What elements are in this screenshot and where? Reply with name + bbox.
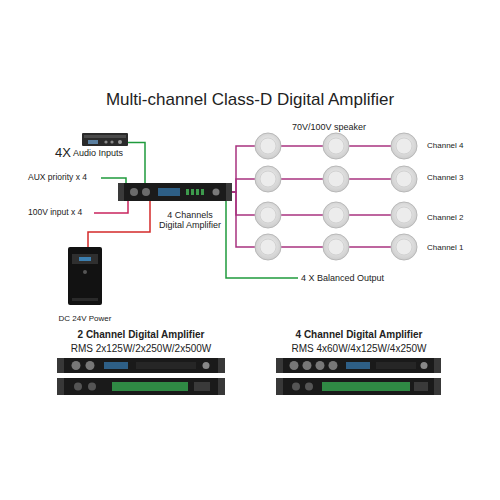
signal-output-label: 4 X Balanced Output xyxy=(301,273,384,283)
aux-wire xyxy=(101,178,126,183)
speaker-channel-row: Channel 1 xyxy=(252,233,470,261)
power-wire xyxy=(88,201,150,247)
amplifier-rear-view xyxy=(57,378,225,395)
channel-label: Channel 4 xyxy=(427,141,463,150)
signal-input-label: 100V input x 4 xyxy=(28,208,82,218)
speaker-channel-row: Channel 4 xyxy=(252,132,470,160)
signal-wire xyxy=(128,143,145,184)
product-heading: 4 Channel Digital Amplifier xyxy=(258,329,460,341)
channel-label: Channel 2 xyxy=(427,213,463,222)
device-label: Audio Inputs xyxy=(73,148,123,158)
product-panel: 4 Channel Digital AmplifierRMS 4x60W/4x1… xyxy=(258,328,460,398)
amplifier-front-view xyxy=(276,358,441,373)
speaker-channel-row: Channel 2 xyxy=(252,201,470,229)
channel-label: Channel 1 xyxy=(427,243,463,252)
audio-source-device xyxy=(82,133,128,146)
signal-input-label: AUX priority x 4 xyxy=(28,173,87,183)
speaker-line xyxy=(232,146,252,192)
device-label: 4 Channels Digital Amplifier xyxy=(154,210,226,231)
channel-label: Channel 3 xyxy=(427,173,463,182)
device-label: DC 24V Power xyxy=(54,314,116,323)
ups-power-unit xyxy=(68,247,102,305)
input-wire xyxy=(94,201,128,213)
amplifier-front-view xyxy=(57,358,225,373)
speaker-line xyxy=(232,179,252,192)
power-rating: RMS 4x60W/4x125W/4x250W xyxy=(258,343,460,355)
product-heading: 2 Channel Digital Amplifier xyxy=(40,329,242,341)
ceiling-speaker xyxy=(255,133,417,260)
power-supply-box: DC 24V Power xyxy=(68,247,102,305)
speaker-type-label: 70V/100V speaker xyxy=(292,122,366,132)
speaker-line xyxy=(232,192,252,215)
audio-source-box: 4XAudio Inputs xyxy=(82,133,128,146)
amplifier-box: 4 Channels Digital Amplifier xyxy=(118,183,232,201)
speaker-channel-row: Channel 3 xyxy=(252,165,470,193)
product-panel: 2 Channel Digital AmplifierRMS 2x125W/2x… xyxy=(40,328,242,398)
quantity-label: 4X xyxy=(55,146,71,161)
speaker-line xyxy=(232,192,252,247)
output-wire xyxy=(226,201,298,278)
power-rating: RMS 2x125W/2x250W/2x500W xyxy=(40,343,242,355)
diagram-title: Multi-channel Class-D Digital Amplifier xyxy=(0,90,500,110)
amplifier-rear-view xyxy=(276,378,441,395)
amplifier-device xyxy=(118,183,232,201)
